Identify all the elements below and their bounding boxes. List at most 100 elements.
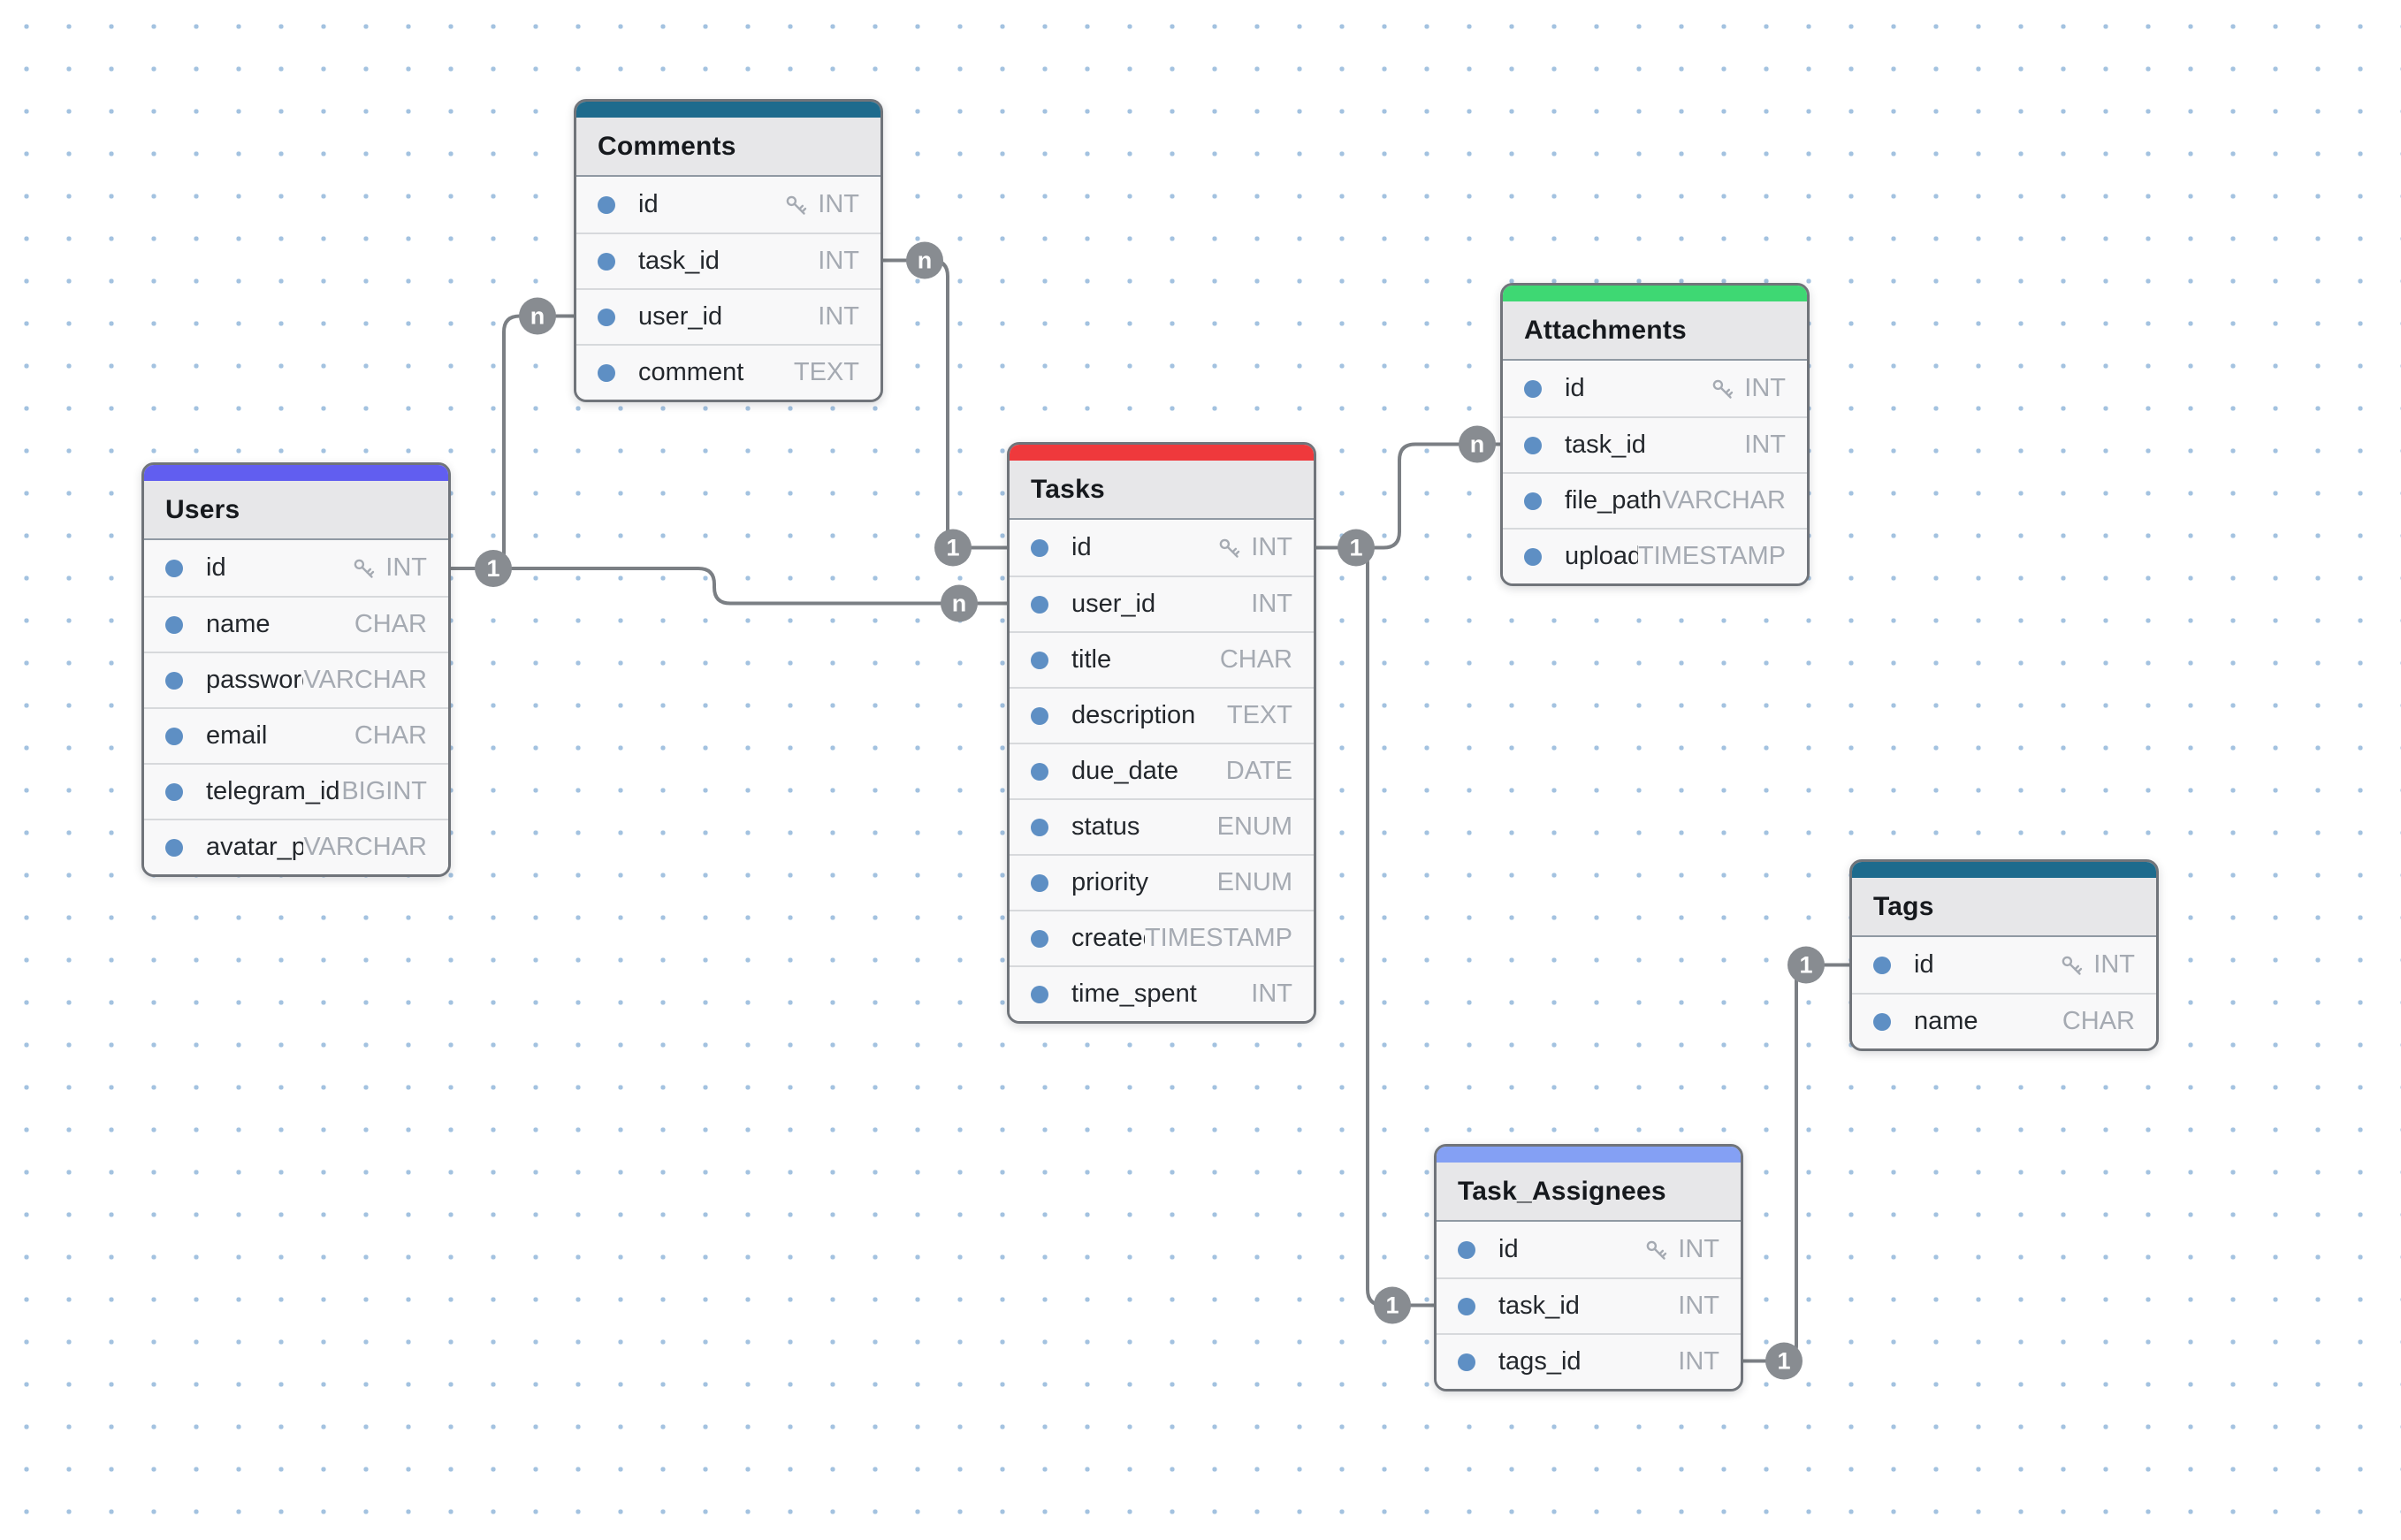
field-name: name <box>1914 1007 1978 1035</box>
cardinality-label: 1 <box>946 535 959 561</box>
table-accent-bar <box>1852 862 2156 878</box>
table-title-row[interactable]: Tasks <box>1010 461 1314 520</box>
field-handle-icon[interactable] <box>1031 706 1048 725</box>
field-handle-icon[interactable] <box>1458 1353 1475 1371</box>
field-handle-icon[interactable] <box>1031 929 1048 948</box>
field-row-avatar_pa[interactable]: avatar_pa...VARCHAR <box>144 819 448 874</box>
field-type: INT <box>1251 980 1292 1009</box>
field-name: comment <box>638 358 744 386</box>
field-row-password[interactable]: passwordVARCHAR <box>144 652 448 707</box>
field-type-label: INT <box>818 190 859 218</box>
field-row-due_date[interactable]: due_date DATE <box>1010 743 1314 798</box>
field-handle-icon[interactable] <box>165 615 183 634</box>
field-handle-icon[interactable] <box>1031 651 1048 669</box>
field-handle-icon[interactable] <box>598 195 615 214</box>
table-title: Attachments <box>1524 315 1687 345</box>
field-handle-icon[interactable] <box>1873 1012 1891 1031</box>
field-type-label: INT <box>1251 980 1292 1008</box>
table-title-row[interactable]: Task_Assignees <box>1437 1163 1741 1222</box>
field-handle-icon[interactable] <box>1873 956 1891 974</box>
field-handle-icon[interactable] <box>598 363 615 382</box>
field-handle-icon[interactable] <box>1524 492 1542 510</box>
field-handle-icon[interactable] <box>1458 1297 1475 1315</box>
field-handle-icon[interactable] <box>1524 379 1542 398</box>
field-type: TEXT <box>794 358 859 387</box>
field-row-comment[interactable]: comment TEXT <box>576 344 880 400</box>
field-handle-icon[interactable] <box>598 252 615 271</box>
table-title-row[interactable]: Users <box>144 481 448 540</box>
field-handle-icon[interactable] <box>165 559 183 577</box>
field-handle-icon[interactable] <box>1031 873 1048 892</box>
field-handle-icon[interactable] <box>1458 1240 1475 1259</box>
field-type: VARCHAR <box>1662 486 1786 515</box>
field-type: INT <box>782 190 859 219</box>
field-name: description <box>1071 701 1196 729</box>
field-type: INT <box>1643 1235 1719 1264</box>
field-handle-icon[interactable] <box>165 782 183 801</box>
field-handle-icon[interactable] <box>165 838 183 857</box>
field-type-label: INT <box>1251 533 1292 561</box>
table-title-row[interactable]: Tags <box>1852 878 2156 937</box>
field-type: ENUM <box>1217 812 1292 842</box>
field-handle-icon[interactable] <box>165 671 183 690</box>
relationship-line-users-id-to-tasks-user-id[interactable] <box>448 567 1010 606</box>
relationship-line-tasks-id-to-attachments-task-id[interactable] <box>1314 442 1503 550</box>
field-handle-icon[interactable] <box>1031 818 1048 836</box>
field-type: DATE <box>1226 757 1292 786</box>
field-type: INT <box>1709 374 1786 403</box>
field-handle-icon[interactable] <box>1031 595 1048 614</box>
field-handle-icon[interactable] <box>1524 547 1542 566</box>
cardinality-circle <box>475 550 512 587</box>
field-row-upload[interactable]: upload...TIMESTAMP <box>1503 528 1807 583</box>
relationship-line-tasks-id-to-task-assignees-task-id[interactable] <box>1314 545 1437 1307</box>
table-title-row[interactable]: Comments <box>576 118 880 177</box>
relationship-line-users-id-to-comments-user-id[interactable] <box>448 314 576 570</box>
cardinality-label: 1 <box>1349 535 1362 561</box>
relationship-line-tasks-id-to-comments-task-id[interactable] <box>880 258 1010 550</box>
field-row-created[interactable]: created...TIMESTAMP <box>1010 910 1314 965</box>
field-name: due_date <box>1071 757 1178 785</box>
cardinality-circle <box>519 297 556 335</box>
table-users[interactable]: UsersidINTnameCHARpasswordVARCHARemailCH… <box>141 462 451 877</box>
cardinality-label: n <box>1470 431 1485 458</box>
table-title-row[interactable]: Attachments <box>1503 301 1807 361</box>
field-handle-icon[interactable] <box>598 308 615 326</box>
field-handle-icon[interactable] <box>165 727 183 745</box>
field-type-label: INT <box>1744 374 1786 402</box>
field-handle-icon[interactable] <box>1031 985 1048 1003</box>
field-handle-icon[interactable] <box>1031 538 1048 557</box>
relationship-line-tags-id-to-task-assignees-tags-id[interactable] <box>1741 963 1852 1363</box>
field-type: BIGINT <box>341 777 427 806</box>
field-handle-icon[interactable] <box>1031 762 1048 781</box>
field-type: INT <box>1678 1347 1719 1376</box>
field-handle-icon[interactable] <box>1524 436 1542 454</box>
